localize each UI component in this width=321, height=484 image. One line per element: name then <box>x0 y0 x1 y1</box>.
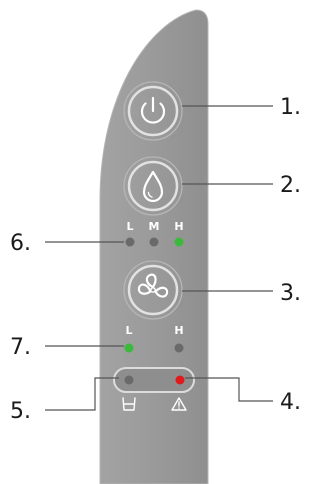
fan-led-row: L H <box>124 324 184 353</box>
water-drop-icon <box>142 170 164 203</box>
fan-led-label-low: L <box>125 324 132 337</box>
fan-icon <box>137 273 169 298</box>
humidity-led-label-medium: M <box>149 220 160 233</box>
callout-6: 6. <box>10 231 31 256</box>
indicator-window <box>113 367 195 393</box>
warning-led <box>175 375 185 385</box>
leader-line-4 <box>185 377 273 402</box>
tank-icon <box>122 397 136 411</box>
leader-line-5 <box>45 377 119 411</box>
humidity-button[interactable] <box>123 156 183 216</box>
humidity-led-high <box>174 237 184 247</box>
tank-led <box>124 375 134 385</box>
humidity-led-medium <box>149 237 159 247</box>
callout-1: 1. <box>280 95 301 120</box>
power-button[interactable] <box>123 81 183 141</box>
callout-3: 3. <box>280 281 301 306</box>
humidity-led-row: L M H <box>125 220 184 247</box>
fan-button[interactable] <box>123 260 183 320</box>
power-icon <box>140 96 166 124</box>
callout-4: 4. <box>280 390 301 415</box>
control-panel <box>99 9 209 484</box>
fan-led-high <box>174 343 184 353</box>
fan-led-low <box>124 343 134 353</box>
callout-2: 2. <box>280 173 301 198</box>
callout-5: 5. <box>10 399 31 424</box>
warning-icon <box>171 397 187 411</box>
humidity-led-low <box>125 237 135 247</box>
callout-7: 7. <box>10 335 31 360</box>
fan-led-label-high: H <box>174 324 183 337</box>
humidity-led-label-high: H <box>174 220 183 233</box>
humidity-led-label-low: L <box>126 220 133 233</box>
